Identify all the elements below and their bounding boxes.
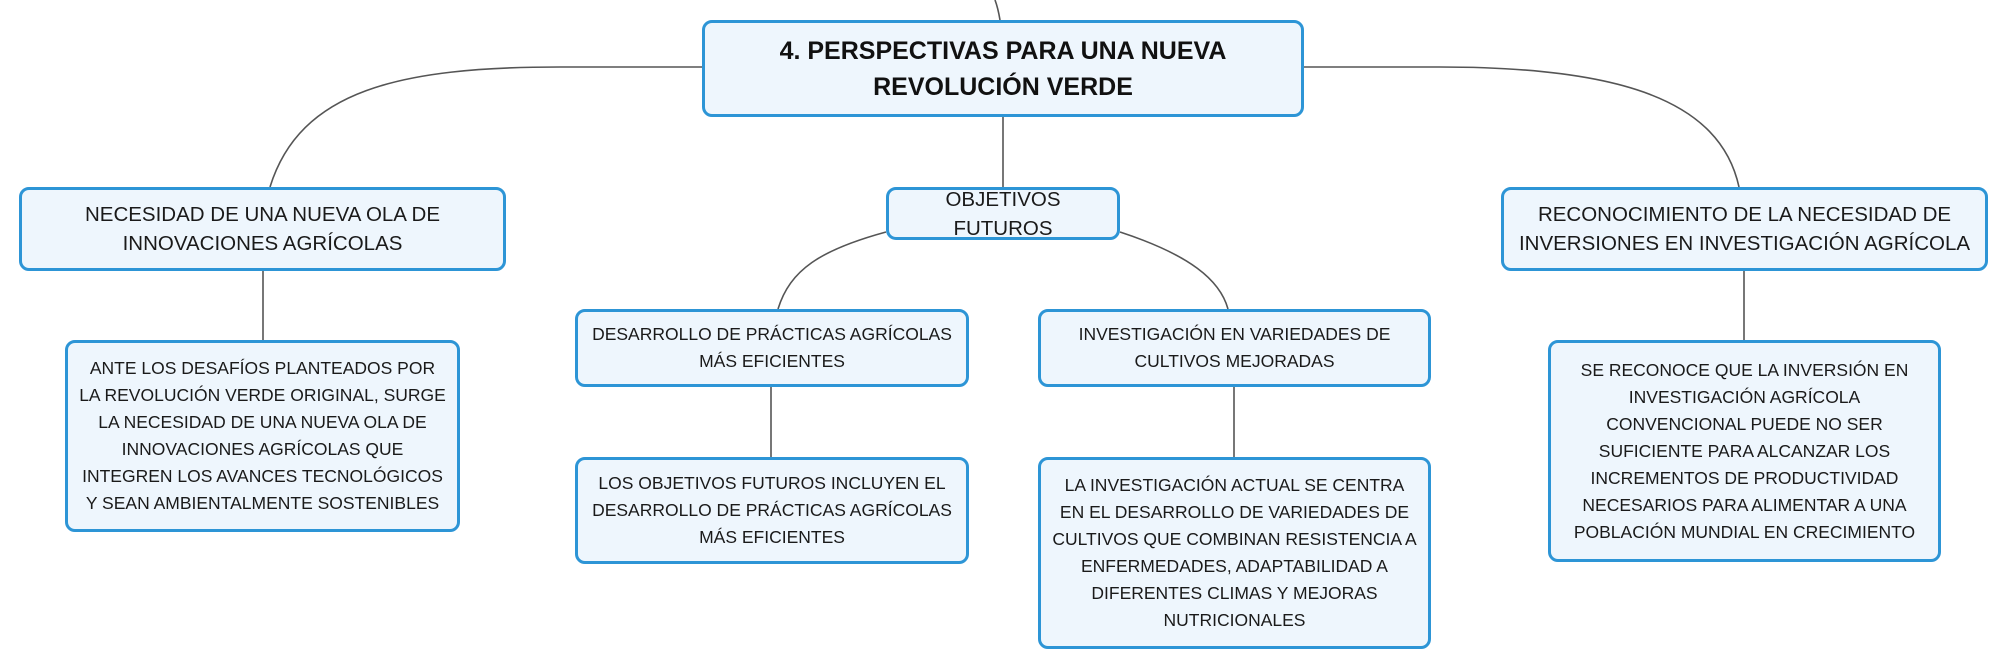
central-topic-label: 4. PERSPECTIVAS PARA UNA NUEVA REVOLUCIÓ… <box>779 36 1227 101</box>
connector-objetivos-to-practicas <box>777 231 887 310</box>
subtopic-practicas-detalle[interactable]: LOS OBJETIVOS FUTUROS INCLUYEN EL DESARR… <box>575 457 969 564</box>
connector-root-to-reconocimiento <box>1304 66 1740 188</box>
topic-label: RECONOCIMIENTO DE LA NECESIDAD DE INVERS… <box>1518 203 1971 255</box>
subtopic-label: INVESTIGACIÓN EN VARIEDADES DE CULTIVOS … <box>1078 324 1391 371</box>
subtopic-practicas-agricolas[interactable]: DESARROLLO DE PRÁCTICAS AGRÍCOLAS MÁS EF… <box>575 309 969 387</box>
topic-reconocimiento-inversiones[interactable]: RECONOCIMIENTO DE LA NECESIDAD DE INVERS… <box>1501 187 1988 271</box>
subtopic-label: DESARROLLO DE PRÁCTICAS AGRÍCOLAS MÁS EF… <box>592 324 952 371</box>
topic-necesidad-nueva-ola[interactable]: NECESIDAD DE UNA NUEVA OLA DE INNOVACION… <box>19 187 506 271</box>
subtopic-label: LA INVESTIGACIÓN ACTUAL SE CENTRA EN EL … <box>1052 475 1417 630</box>
connector-objetivos-to-investigacion <box>1119 231 1229 310</box>
subtopic-label: LOS OBJETIVOS FUTUROS INCLUYEN EL DESARR… <box>592 473 952 547</box>
connector-root-to-necesidad <box>269 66 702 188</box>
subtopic-reconocimiento-detalle[interactable]: SE RECONOCE QUE LA INVERSIÓN EN INVESTIG… <box>1548 340 1941 562</box>
subtopic-investigacion-detalle[interactable]: LA INVESTIGACIÓN ACTUAL SE CENTRA EN EL … <box>1038 457 1431 649</box>
subtopic-investigacion-variedades[interactable]: INVESTIGACIÓN EN VARIEDADES DE CULTIVOS … <box>1038 309 1431 387</box>
subtopic-label: SE RECONOCE QUE LA INVERSIÓN EN INVESTIG… <box>1573 359 1916 542</box>
topic-label: NECESIDAD DE UNA NUEVA OLA DE INNOVACION… <box>84 203 441 255</box>
subtopic-necesidad-detalle[interactable]: ANTE LOS DESAFÍOS PLANTEADOS POR LA REVO… <box>65 340 460 532</box>
central-topic[interactable]: 4. PERSPECTIVAS PARA UNA NUEVA REVOLUCIÓ… <box>702 20 1304 117</box>
topic-objetivos-futuros[interactable]: OBJETIVOS FUTUROS <box>886 187 1120 240</box>
connector-parent-to-root <box>994 0 1001 21</box>
subtopic-label: ANTE LOS DESAFÍOS PLANTEADOS POR LA REVO… <box>79 358 446 513</box>
topic-label: OBJETIVOS FUTUROS <box>945 187 1061 240</box>
